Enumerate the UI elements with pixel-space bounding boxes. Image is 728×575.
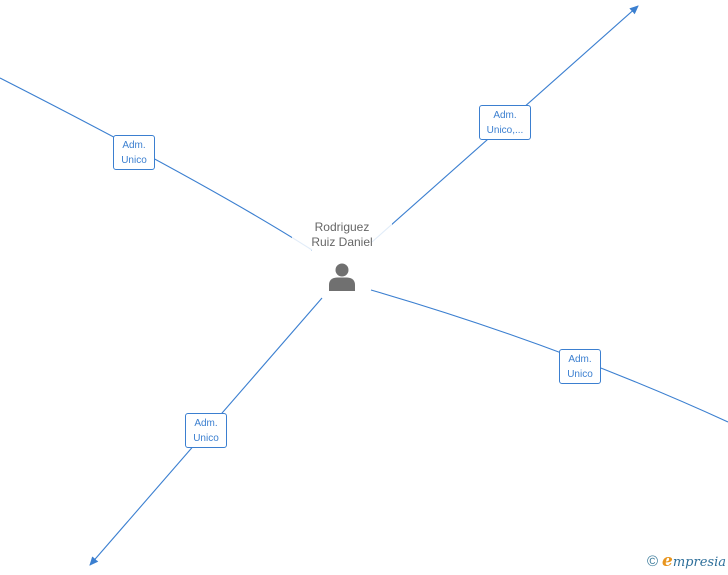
relation-label-line2: Unico bbox=[121, 155, 147, 166]
brand-logo[interactable]: e mpresia bbox=[662, 551, 726, 571]
center-node-name-line1: Rodriguez bbox=[314, 220, 370, 234]
relation-label-lower-right[interactable]: Adm. Unico bbox=[559, 349, 601, 384]
center-node-name: Rodriguez Ruiz Daniel bbox=[292, 220, 392, 250]
relation-label-lower-left[interactable]: Adm. Unico bbox=[185, 413, 227, 448]
relation-label-line1: Adm. bbox=[194, 418, 218, 429]
relation-label-upper-left[interactable]: Adm. Unico bbox=[113, 135, 155, 170]
footer-brand: © e mpresia bbox=[647, 551, 726, 571]
brand-logo-initial: e bbox=[662, 551, 673, 571]
relation-label-line1: Adm. bbox=[568, 354, 592, 365]
copyright-icon: © bbox=[646, 552, 659, 570]
relation-label-line2: Unico,... bbox=[486, 125, 524, 136]
brand-logo-text: mpresia bbox=[672, 555, 726, 570]
center-node-name-line2: Ruiz Daniel bbox=[311, 235, 373, 249]
relation-label-line2: Unico bbox=[193, 433, 219, 444]
relation-label-line2: Unico bbox=[567, 369, 593, 380]
person-icon[interactable] bbox=[327, 262, 357, 292]
edge-upper-left bbox=[0, 77, 313, 251]
edge-lower-right bbox=[370, 289, 728, 423]
relation-label-upper-right[interactable]: Adm. Unico,... bbox=[479, 105, 531, 140]
relation-label-line1: Adm. bbox=[493, 110, 517, 121]
relation-label-line1: Adm. bbox=[122, 140, 146, 151]
